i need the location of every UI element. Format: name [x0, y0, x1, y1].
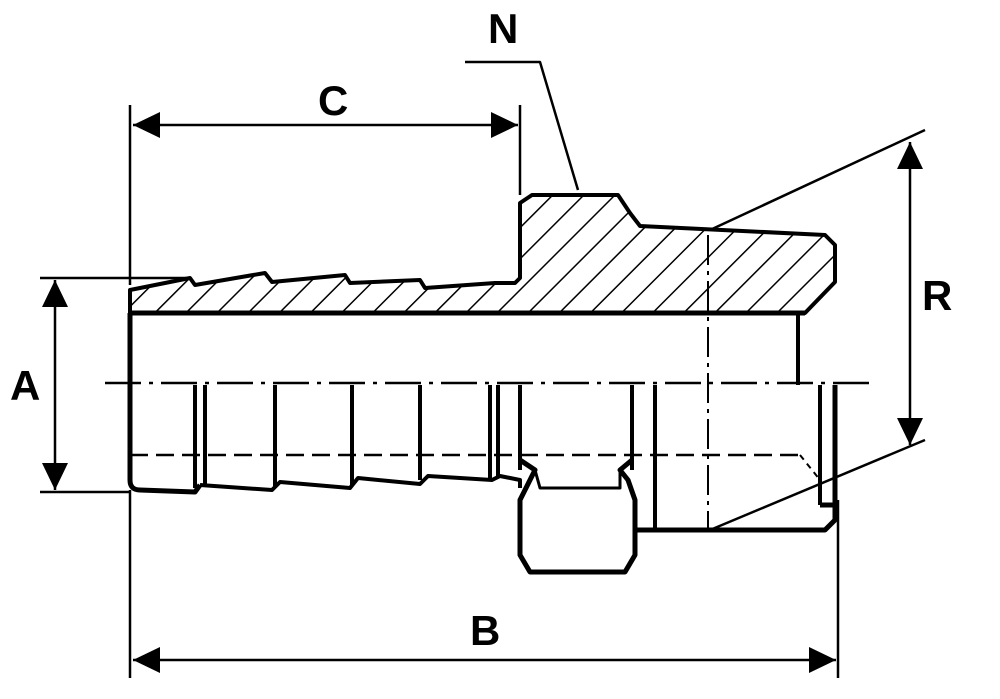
label-r: R [922, 272, 953, 319]
left-end [127, 313, 203, 495]
section-hatch [128, 193, 837, 315]
hidden-chamfer-line [799, 454, 821, 481]
label-a: A [10, 362, 41, 409]
barb-edges [193, 313, 822, 530]
dimension-lines [40, 60, 926, 678]
arrowheads [42, 112, 923, 673]
label-n: N [488, 5, 519, 52]
label-c: C [318, 77, 349, 124]
hex-nut [517, 457, 638, 575]
thread-body [635, 385, 838, 533]
bottom-barbs [199, 474, 522, 492]
label-b: B [470, 607, 501, 654]
hex-facet [533, 469, 622, 490]
